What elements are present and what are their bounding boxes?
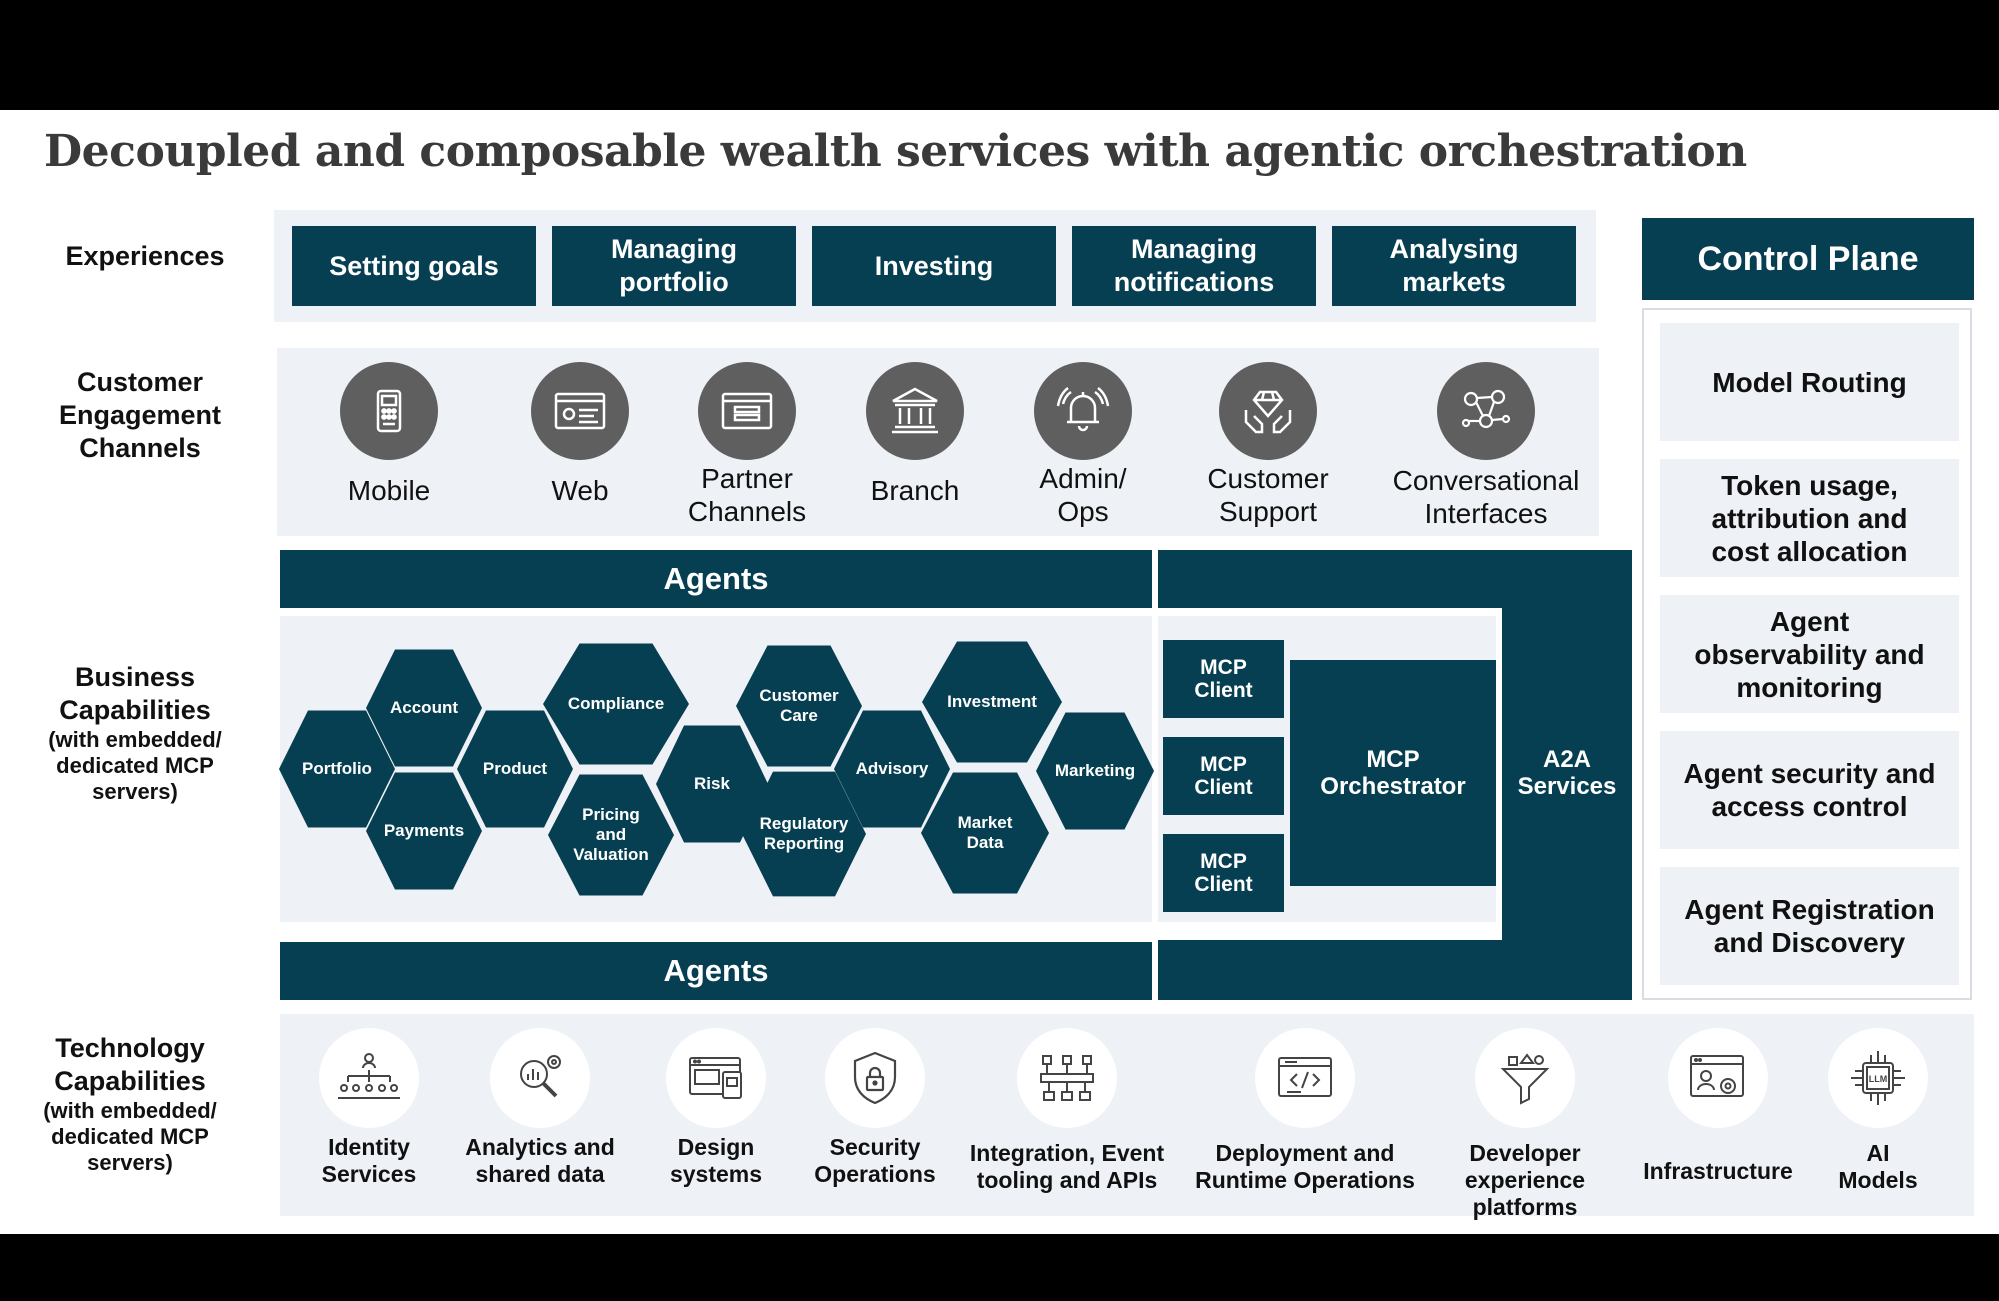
bell-icon <box>1034 362 1132 460</box>
identity-hierarchy-icon <box>319 1028 419 1128</box>
channel-mobile: Mobile <box>304 362 474 507</box>
web-icon <box>531 362 629 460</box>
tech-identity-services: Identity Services <box>289 1028 449 1188</box>
tech-security-operations: Security Operations <box>800 1028 950 1188</box>
channel-partner: Partner Channels <box>662 362 832 528</box>
channel-branch: Branch <box>830 362 1000 507</box>
row-label-business-sub: (with embedded/ dedicated MCP servers) <box>48 727 222 804</box>
bank-icon <box>866 362 964 460</box>
mcp-client-1: MCP Client <box>1163 640 1284 718</box>
tech-label: Analytics and shared data <box>465 1134 615 1187</box>
tech-analytics: Analytics and shared data <box>455 1028 625 1188</box>
tech-label: Infrastructure <box>1643 1158 1793 1184</box>
channel-web: Web <box>495 362 665 507</box>
tech-label: Identity Services <box>321 1134 417 1187</box>
tech-infrastructure: Infrastructure <box>1628 1028 1808 1185</box>
mcp-orchestrator: MCP Orchestrator <box>1290 660 1496 886</box>
diagram-canvas: Decoupled and composable wealth services… <box>0 110 1999 1234</box>
tech-ai-models: LLM AI Models <box>1828 1028 1928 1194</box>
hex-account: Account <box>366 649 482 767</box>
partner-channels-icon <box>698 362 796 460</box>
funnel-icon <box>1475 1028 1575 1128</box>
experience-analysing-markets: Analysing markets <box>1332 226 1576 306</box>
agents-label-top: Agents <box>663 561 769 596</box>
experience-managing-notifications: Managing notifications <box>1072 226 1316 306</box>
experience-setting-goals: Setting goals <box>292 226 536 306</box>
tech-label: Security Operations <box>814 1134 936 1187</box>
row-label-business: Business Capabilities (with embedded/ de… <box>30 661 240 805</box>
mcp-client-2: MCP Client <box>1163 737 1284 815</box>
network-people-icon <box>1437 362 1535 460</box>
mcp-client-3: MCP Client <box>1163 834 1284 912</box>
channel-admin-ops: Admin/ Ops <box>998 362 1168 528</box>
channel-label: Conversational Interfaces <box>1392 465 1580 529</box>
agents-bar-top: Agents <box>280 550 1152 608</box>
infrastructure-gear-icon <box>1668 1028 1768 1128</box>
channel-label: Admin/ Ops <box>1039 463 1127 527</box>
channel-label: Customer Support <box>1207 463 1329 527</box>
cp-model-routing: Model Routing <box>1660 323 1959 441</box>
control-plane-title: Control Plane <box>1642 218 1974 300</box>
tech-label: Deployment and Runtime Operations <box>1195 1140 1415 1193</box>
hex-portfolio: Portfolio <box>279 710 395 828</box>
channel-label: Mobile <box>347 475 431 506</box>
row-label-technology-main: Technology Capabilities <box>54 1033 206 1096</box>
control-plane-frame <box>1642 308 1972 1000</box>
hex-regulatory-reporting: Regulatory Reporting <box>742 771 866 897</box>
cp-agent-registration: Agent Registration and Discovery <box>1660 867 1959 985</box>
integration-icon <box>1017 1028 1117 1128</box>
diamond-hands-icon <box>1219 362 1317 460</box>
channel-label: Web <box>551 475 609 506</box>
row-label-channels: Customer Engagement Channels <box>58 367 222 463</box>
code-window-icon <box>1255 1028 1355 1128</box>
page-title: Decoupled and composable wealth services… <box>44 126 1747 177</box>
control-plane-title-text: Control Plane <box>1697 239 1919 278</box>
tech-label: Design systems <box>669 1134 763 1187</box>
hex-payments: Payments <box>366 772 482 890</box>
row-label-technology: Technology Capabilities (with embedded/ … <box>25 1032 235 1176</box>
tech-deployment: Deployment and Runtime Operations <box>1190 1028 1420 1194</box>
row-label-business-main: Business Capabilities <box>59 662 211 725</box>
channel-customer-support: Customer Support <box>1183 362 1353 528</box>
tech-label: AI Models <box>1838 1140 1918 1193</box>
row-label-technology-sub: (with embedded/ dedicated MCP servers) <box>43 1098 217 1175</box>
mobile-icon <box>340 362 438 460</box>
analytics-search-icon <box>490 1028 590 1128</box>
channel-label: Branch <box>870 475 960 506</box>
agents-label-bottom: Agents <box>663 953 769 988</box>
a2a-services: A2A Services <box>1517 746 1617 800</box>
tech-integration: Integration, Event tooling and APIs <box>962 1028 1172 1194</box>
cp-token-usage: Token usage, attribution and cost alloca… <box>1660 459 1959 577</box>
shield-lock-icon <box>825 1028 925 1128</box>
tech-design-systems: Design systems <box>641 1028 791 1188</box>
cp-agent-observability: Agent observability and monitoring <box>1660 595 1959 713</box>
tech-label: Integration, Event tooling and APIs <box>969 1140 1165 1193</box>
svg-text:LLM: LLM <box>1869 1074 1888 1084</box>
row-label-experiences: Experiences <box>65 241 225 271</box>
tech-developer-experience: Developer experience platforms <box>1440 1028 1610 1221</box>
agents-bar-bottom: Agents <box>280 942 1152 1000</box>
tech-label: Developer experience platforms <box>1464 1140 1586 1220</box>
channel-conversational: Conversational Interfaces <box>1381 362 1591 530</box>
channel-label: Partner Channels <box>687 463 807 527</box>
design-window-icon <box>666 1028 766 1128</box>
experience-managing-portfolio: Managing portfolio <box>552 226 796 306</box>
cp-agent-security: Agent security and access control <box>1660 731 1959 849</box>
experience-investing: Investing <box>812 226 1056 306</box>
llm-chip-icon: LLM <box>1828 1028 1928 1128</box>
